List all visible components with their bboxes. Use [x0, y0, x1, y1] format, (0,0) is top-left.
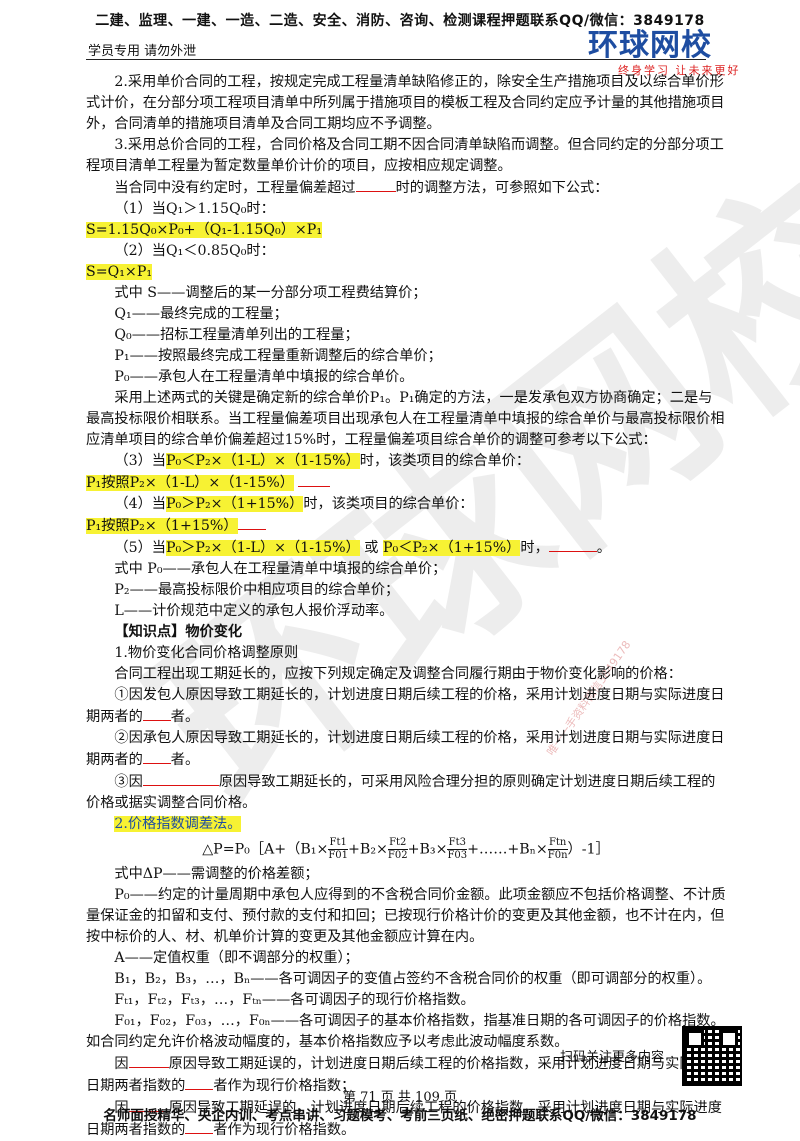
confidential-note: 学员专用 请勿外泄: [88, 44, 197, 59]
formula-line: P₁按照P₂×（1+15%）: [86, 515, 726, 537]
bottom-banner: 名师面授精华、央企内训、考点串讲、习题模考、考前三页纸、绝密押题联系QQ/微信：…: [103, 1108, 697, 1124]
formula-line: S=1.15Q₀×P₀+（Q₁-1.15Q₀）×P₁: [86, 222, 323, 238]
fill-blank: [142, 749, 171, 764]
definition-line: Q₀——招标工程量清单列出的工程量；: [114, 327, 359, 343]
knowledge-point-heading: 【知识点】物价变化: [114, 624, 243, 640]
condition-line: （3）当P₀＜P₂×（1-L）×（1-15%）时，该类项目的综合单价：: [114, 453, 531, 469]
top-banner: 二建、监理、一建、一造、二造、安全、消防、咨询、检测课程押题联系QQ/微信：38…: [95, 13, 705, 29]
page-number: 第 71 页 共 109 页: [342, 1090, 458, 1105]
definition-line: B₁，B₂，B₃，…，Bₙ——各可调因子的变值占签约不含税合同价的权重（即可调部…: [114, 971, 712, 987]
definition-line: A——定值权重（即不调部分的权重）；: [114, 950, 359, 966]
rule-item: ①因发包人原因导致工期延长的，计划进度日期后续工程的价格，采用计划进度日期与实际…: [86, 687, 725, 725]
definition-line: Q₁——最终完成的工程量；: [114, 306, 288, 322]
definition-line: 式中 P₀——承包人在工程量清单中填报的综合单价；: [114, 561, 447, 577]
definition-line: L——计价规范中定义的承包人报价浮动率。: [114, 603, 394, 619]
qr-caption: 扫码关注更多内容: [560, 1050, 665, 1065]
definition-line: P₁——按照最终完成工程量重新调整后的综合单价；: [114, 348, 442, 364]
section-heading: 2.价格指数调差法。: [114, 816, 242, 832]
definition-line: 式中 S——调整后的某一分部分项工程费结算价；: [114, 285, 427, 301]
paragraph: 3.采用总价合同的工程，合同价格及合同工期不因合同清单缺陷而调整。但合同约定的分…: [86, 137, 724, 174]
fill-blank: [142, 706, 171, 721]
definition-line: P₀——约定的计量周期中承包人应得到的不含税合同价金额。此项金额应不包括价格调整…: [86, 887, 726, 945]
brand-logo: 环球网校 终身学习 让未来更好: [588, 30, 748, 78]
condition-line: （5）当P₀＞P₂×（1-L）×（1-15%） 或 P₀＜P₂×（1+15%）时…: [86, 537, 726, 559]
rule-item: 因原因导致工期延误的，计划进度日期后续工程的价格指数，采用计划进度日期与实际进度…: [86, 1053, 726, 1097]
fill-blank: [548, 537, 597, 552]
section-heading: 1.物价变化合同价格调整原则: [114, 645, 299, 661]
rule-item: ③因原因导致工期延长的，可采用风险合理分担的原则确定计划进度日期后续工程的价格或…: [86, 771, 726, 814]
condition-line: （1）当Q₁＞1.15Q₀时：: [114, 201, 275, 217]
formula-line: S=Q₁×P₁: [86, 264, 153, 280]
definition-line: P₂——最高投标限价中相应项目的综合单价；: [114, 582, 400, 598]
paragraph: 合同工程出现工期延长的，应按下列规定确定及调整合同履行期由于物价变化影响的价格：: [114, 666, 682, 682]
qr-code-icon: [682, 1026, 742, 1086]
condition-line: （2）当Q₁＜0.85Q₀时：: [114, 243, 275, 259]
fill-blank: [128, 1097, 169, 1112]
document-body: 2.采用单价合同的工程，按规定完成工程量清单缺陷修正的，除安全生产措施项目及以综…: [86, 72, 726, 1141]
fill-blank: [142, 771, 219, 786]
paragraph: 2.采用单价合同的工程，按规定完成工程量清单缺陷修正的，除安全生产措施项目及以综…: [86, 74, 725, 132]
rule-item: ②因承包人原因导致工期延长的，计划进度日期后续工程的价格，采用计划进度日期与实际…: [86, 730, 725, 768]
paragraph: 采用上述两式的关键是确定新的综合单价P₁。P₁确定的方法，一是发承包双方协商确定…: [86, 390, 725, 448]
header-divider: [86, 59, 706, 60]
fill-blank: [237, 515, 266, 530]
definition-line: 式中ΔP——需调整的价格差额；: [114, 866, 319, 882]
definition-line: P₀——承包人在工程量清单中填报的综合单价。: [114, 369, 414, 385]
paragraph: 当合同中没有约定时，工程量偏差超过时的调整方法，可参照如下公式：: [86, 177, 726, 199]
formula-line: P₁按照P₂×（1-L）×（1-15%）: [86, 472, 726, 494]
fill-blank: [355, 177, 396, 192]
logo-slogan: 终身学习 让未来更好: [618, 64, 741, 77]
fill-blank: [298, 472, 331, 487]
fill-blank: [185, 1075, 214, 1090]
definition-line: Fₜ₁，Fₜ₂，Fₜ₃，…，Fₜₙ——各可调因子的现行价格指数。: [114, 992, 475, 1008]
condition-line: （4）当P₀＞P₂×（1+15%）时，该类项目的综合单价：: [114, 496, 474, 512]
logo-text: 环球网校: [588, 28, 712, 63]
definition-line: F₀₁，F₀₂，F₀₃，…，F₀ₙ——各可调因子的基本价格指数，指基准日期的各可…: [86, 1013, 725, 1050]
fill-blank: [128, 1053, 169, 1068]
